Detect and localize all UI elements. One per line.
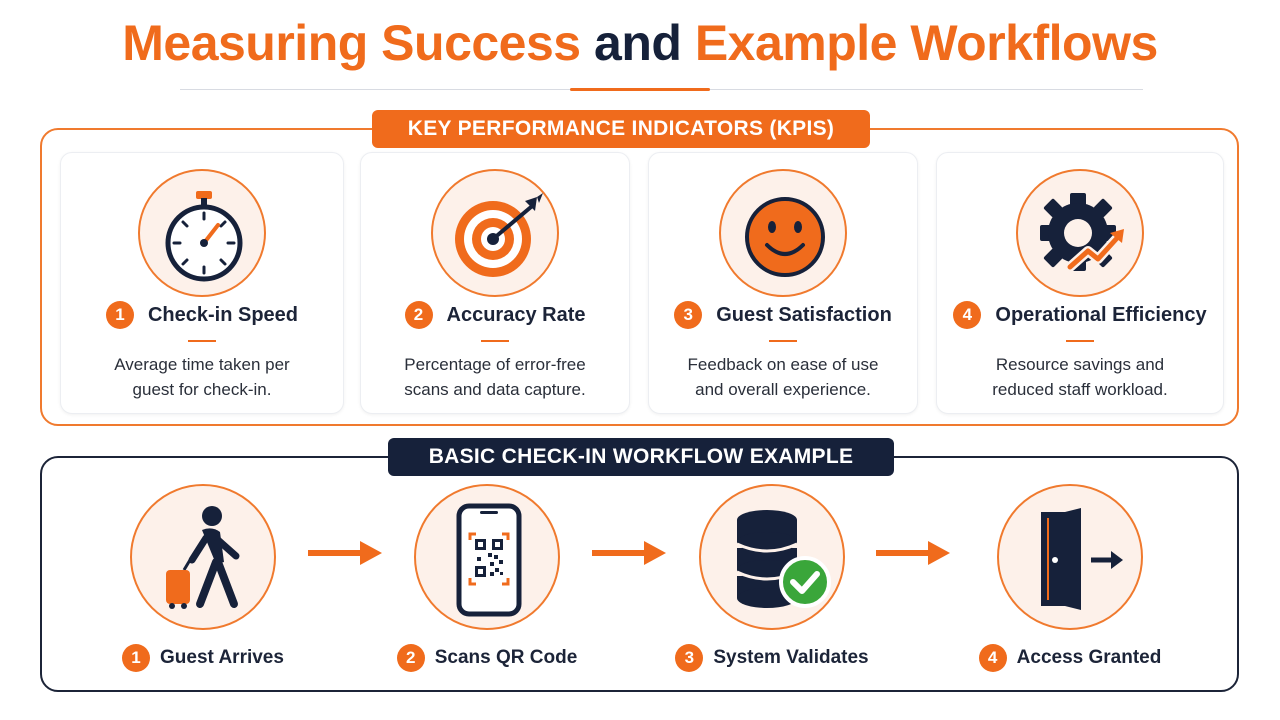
workflow-icon-circle: [414, 484, 560, 630]
kpi-card-check-in-speed: 1 Check-in Speed Average time taken per …: [60, 152, 344, 414]
workflow-section: BASIC CHECK-IN WORKFLOW EXAMPLE 1 Guest …: [40, 438, 1239, 692]
kpi-icon-circle: [719, 169, 847, 297]
workflow-step-scans-qr-code: 2 Scans QR Code: [382, 480, 592, 680]
workflow-number-badge: 1: [122, 644, 151, 672]
kpi-divider: [481, 340, 509, 342]
workflow-number-badge: 3: [675, 644, 704, 672]
target-icon: [455, 193, 543, 277]
kpi-number-badge: 4: [953, 301, 982, 329]
kpi-label: Guest Satisfaction: [716, 303, 892, 326]
workflow-label: System Validates: [713, 647, 869, 668]
gear-growth-icon: [1040, 193, 1124, 272]
database-check-icon: [736, 510, 831, 608]
flow-arrow-icon: [308, 541, 382, 565]
kpi-card-operational-efficiency: 4 Operational Efficiency Resource saving…: [936, 152, 1224, 414]
kpi-divider: [1066, 340, 1094, 342]
title-part-3: Example Workflows: [694, 15, 1158, 71]
workflow-step-access-granted: 4 Access Granted: [965, 480, 1175, 680]
title-part-2: and: [594, 15, 682, 71]
kpi-description: Average time taken per guest for check-i…: [114, 355, 290, 399]
kpi-label: Accuracy Rate: [446, 303, 586, 326]
kpi-description: Resource savings and reduced staff workl…: [992, 355, 1168, 399]
kpi-description: Feedback on ease of use and overall expe…: [687, 355, 879, 399]
walking-guest-icon: [166, 506, 240, 609]
flow-arrow-icon: [876, 541, 950, 565]
stopwatch-icon: [165, 191, 243, 282]
kpi-number-badge: 1: [105, 301, 134, 329]
workflow-number-badge: 2: [396, 644, 425, 672]
kpi-number-badge: 2: [404, 301, 433, 329]
kpi-label: Operational Efficiency: [995, 303, 1207, 326]
kpi-divider: [769, 340, 797, 342]
kpi-card-accuracy-rate: 2 Accuracy Rate Percentage of error-free…: [360, 152, 630, 414]
kpi-label: Check-in Speed: [147, 303, 299, 326]
kpi-icon-circle: [138, 169, 266, 297]
kpi-card-guest-satisfaction: 3 Guest Satisfaction Feedback on ease of…: [648, 152, 918, 414]
kpi-number-badge: 3: [674, 301, 703, 329]
flow-arrow-icon: [592, 541, 666, 565]
workflow-icon-circle: [130, 484, 276, 630]
workflow-label: Guest Arrives: [160, 647, 284, 668]
title-part-1: Measuring Success: [122, 15, 581, 71]
phone-qr-icon: [456, 503, 522, 617]
kpi-icon-circle: [1016, 169, 1144, 297]
workflow-label: Scans QR Code: [434, 647, 578, 668]
kpi-icon-circle: [431, 169, 559, 297]
page-title: Measuring Success and Example Workflows: [0, 14, 1280, 72]
kpi-section: KEY PERFORMANCE INDICATORS (KPIS): [40, 110, 1239, 426]
workflow-step-guest-arrives: 1 Guest Arrives: [98, 480, 308, 680]
workflow-banner: BASIC CHECK-IN WORKFLOW EXAMPLE: [388, 438, 894, 476]
workflow-icon-circle: [699, 484, 845, 630]
kpi-description: Percentage of error-free scans and data …: [404, 355, 586, 399]
kpi-divider: [188, 340, 216, 342]
kpi-banner: KEY PERFORMANCE INDICATORS (KPIS): [372, 110, 870, 148]
workflow-icon-circle: [997, 484, 1143, 630]
workflow-number-badge: 4: [978, 644, 1007, 672]
title-accent-bar: [570, 88, 710, 91]
smiley-icon: [745, 197, 825, 277]
open-door-icon: [1041, 508, 1123, 610]
workflow-label: Access Granted: [1016, 647, 1162, 668]
workflow-step-system-validates: 3 System Validates: [667, 480, 877, 680]
